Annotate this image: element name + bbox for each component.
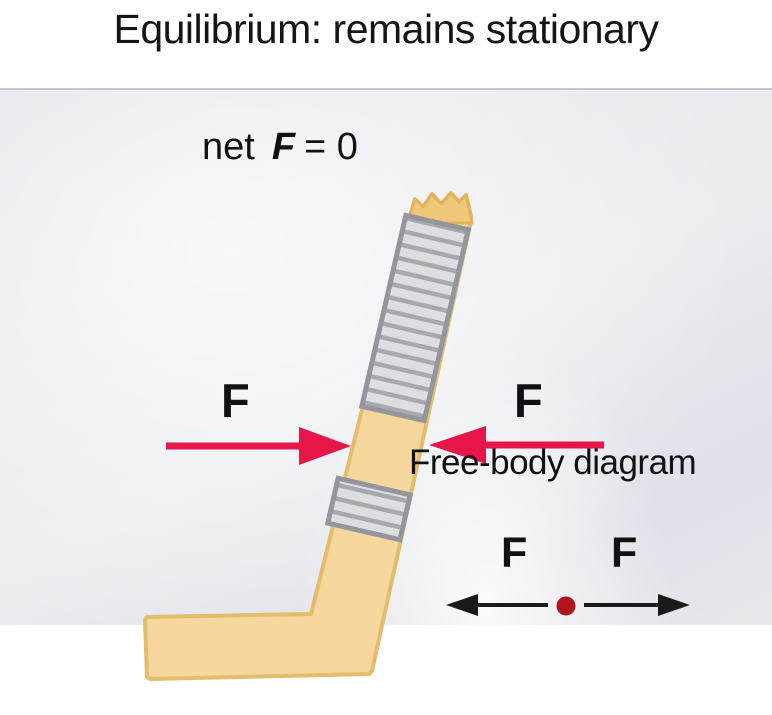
- tape-wrap-lower: [324, 475, 414, 543]
- fbd-point-icon: [556, 596, 576, 616]
- fbd-left-force-label: F: [501, 529, 528, 577]
- tape-wrap-upper: [358, 212, 472, 424]
- fbd-right-arrow-icon: [584, 594, 690, 616]
- diagram-canvas: [143, 191, 690, 681]
- right-force-label: F: [514, 374, 543, 427]
- left-force-label: F: [221, 374, 250, 427]
- fbd-right-force-label: F: [611, 529, 638, 577]
- net-force-value: = 0: [304, 126, 358, 168]
- fbd-heading: Free-body diagram: [409, 443, 697, 482]
- fbd-left-arrow-icon: [446, 594, 548, 616]
- stick-broken-end-icon: [405, 191, 474, 225]
- left-force-arrow-icon: [166, 427, 351, 465]
- net-force-equation: net F= 0: [202, 126, 358, 169]
- right-force-arrow-icon: [429, 426, 604, 464]
- net-force-symbol: F: [271, 126, 296, 168]
- figure-title: Equilibrium: remains stationary: [113, 6, 659, 52]
- figure: Equilibrium: remains stationary: [0, 6, 772, 681]
- net-force-prefix: net: [202, 126, 255, 168]
